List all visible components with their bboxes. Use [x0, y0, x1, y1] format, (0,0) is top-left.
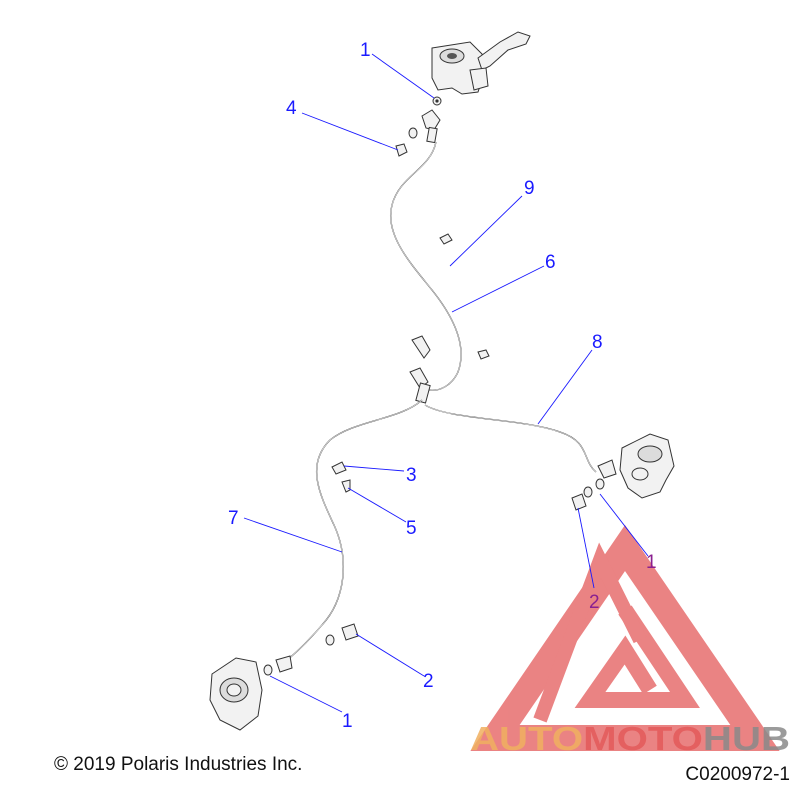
- caliper-right: [597, 433, 675, 499]
- automotohub-logo: [470, 524, 780, 751]
- junction-fitting: [409, 335, 431, 404]
- wordmark-auto: AUTO: [470, 720, 583, 757]
- clip-9: [439, 233, 453, 245]
- callout-8: 8: [592, 332, 603, 353]
- brake-line-6: [390, 141, 462, 391]
- callout-1-right: 1: [646, 552, 657, 573]
- brake-line-7: [281, 399, 423, 665]
- brake-line-8: [424, 404, 597, 473]
- washer-bolt-right: [571, 478, 605, 511]
- washer-bolt-4: [395, 127, 418, 157]
- banjo-fitting-top: [421, 96, 442, 144]
- callout-7: 7: [228, 508, 239, 529]
- callout-9: 9: [524, 178, 535, 199]
- callout-5: 5: [406, 518, 417, 539]
- leader-lines: [243, 53, 649, 713]
- wordmark-hub: HUB: [703, 720, 790, 757]
- clip-3: [331, 461, 347, 475]
- callout-2-right: 2: [589, 592, 600, 613]
- washer-bolt-left: [263, 623, 359, 676]
- copyright-notice: © 2019 Polaris Industries Inc.: [54, 754, 303, 775]
- callout-1-top: 1: [360, 40, 371, 61]
- bolt-5: [341, 479, 351, 493]
- wordmark-moto: MOTO: [583, 720, 703, 757]
- diagram-code: C0200972-1: [685, 764, 790, 785]
- callout-2-left: 2: [423, 671, 434, 692]
- caliper-left: [209, 657, 263, 731]
- callout-1-bottom: 1: [342, 711, 353, 732]
- callout-6: 6: [545, 252, 556, 273]
- callout-3: 3: [406, 465, 417, 486]
- master-cylinder: [431, 31, 531, 95]
- clip-middle: [477, 349, 490, 360]
- callout-4: 4: [286, 98, 297, 119]
